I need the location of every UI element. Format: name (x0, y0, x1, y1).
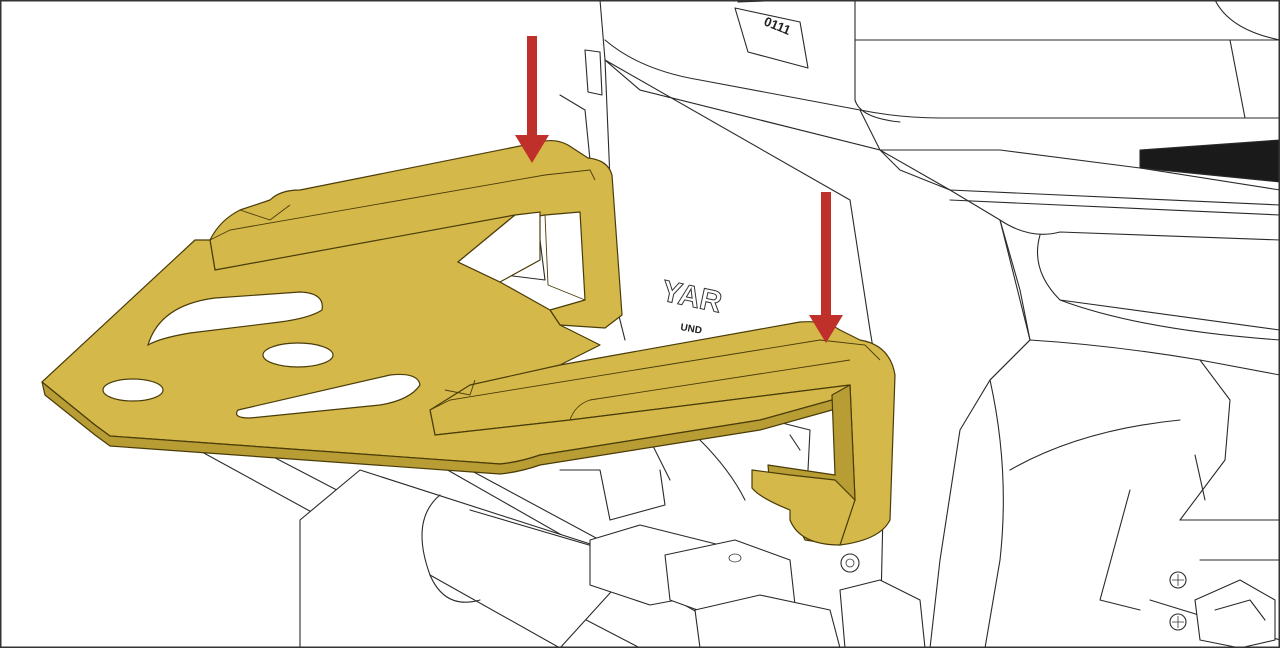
arrow-shaft (527, 36, 537, 137)
screw (1169, 613, 1187, 631)
lower-chassis (179, 419, 1276, 648)
brand-subtext: UND (679, 322, 702, 337)
slot-lower (235, 373, 421, 419)
slot-upper (146, 291, 323, 347)
hole-center (262, 342, 334, 368)
bracket-foot (751, 469, 856, 546)
down-arrow-icon (809, 192, 843, 343)
arrow-head (809, 315, 843, 343)
mounting-bracket (41, 139, 896, 546)
hole-left (102, 378, 164, 402)
arrow-shaft (821, 192, 831, 317)
screw (1169, 571, 1187, 589)
brand-lettering: YAR (659, 275, 725, 320)
down-arrow-icon (515, 36, 549, 163)
arrow-head (515, 135, 549, 163)
